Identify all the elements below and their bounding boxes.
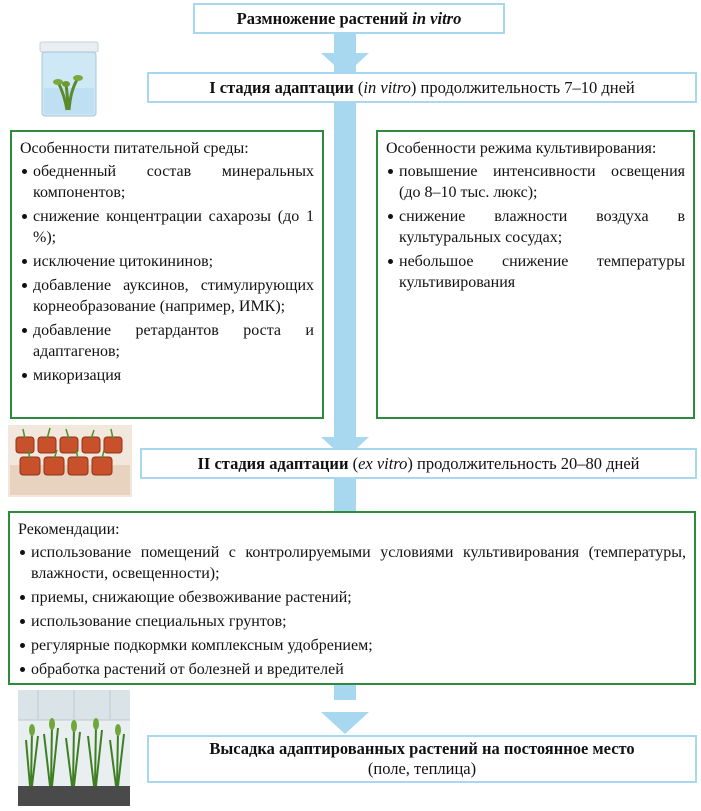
list-item: обедненный состав минеральных компоненто… xyxy=(20,161,314,203)
recommendations-box: Рекомендации: использование помещений с … xyxy=(8,511,696,685)
recommendations-header: Рекомендации: xyxy=(18,521,120,538)
list-item: использование специальных грунтов; xyxy=(18,611,686,632)
list-item: добавление ретардантов роста и адаптаген… xyxy=(20,320,314,362)
final-box: Высадка адаптированных растений на посто… xyxy=(147,735,697,783)
final-title: Высадка адаптированных растений на посто… xyxy=(209,739,635,758)
stage2-duration: ) продолжительность 20–80 дней xyxy=(407,453,640,473)
greenhouse-plants-photo xyxy=(18,690,130,806)
title-box: Размножение растений in vitro xyxy=(193,3,505,34)
list-item: регулярные подкормки комплексным удобрен… xyxy=(18,635,686,656)
list-item: микоризация xyxy=(20,365,314,386)
list-item: повышение интенсивности освещения (до 8–… xyxy=(386,161,685,203)
final-subtitle: (поле, теплица) xyxy=(367,759,477,778)
recommendations-list: использование помещений с контролируемым… xyxy=(18,542,686,680)
test-tube-photo xyxy=(34,40,104,120)
list-item: снижение концентрации сахарозы (до 1 %); xyxy=(20,206,314,248)
stage2-title: II стадия адаптации xyxy=(197,453,349,473)
title-italic: in vitro xyxy=(412,8,462,28)
stage1-paren-open: ( xyxy=(353,77,364,97)
stage2-box: II стадия адаптации (ex vitro) продолжит… xyxy=(140,448,697,479)
list-item: приемы, снижающие обезвоживание растений… xyxy=(18,587,686,608)
list-item: снижение влажности воздуха в культуральн… xyxy=(386,206,685,248)
list-item: небольшое снижение температуры культивир… xyxy=(386,251,685,293)
stage2-mode: ex vitro xyxy=(358,453,408,473)
arrow-head-3 xyxy=(321,712,369,734)
nutrient-medium-list: обедненный состав минеральных компоненто… xyxy=(20,161,314,386)
list-item: использование помещений с контролируемым… xyxy=(18,542,686,584)
list-item: обработка растений от болезней и вредите… xyxy=(18,659,686,680)
list-item: добавление ауксинов, стимулирующих корне… xyxy=(20,275,314,317)
cultivation-mode-header: Особенности режима культивирования: xyxy=(386,140,657,157)
nutrient-medium-header: Особенности питательной среды: xyxy=(20,140,249,157)
title-text: Размножение растений xyxy=(236,8,413,28)
seedling-pots-photo xyxy=(8,425,132,497)
stage1-duration: ) продолжительность 7–10 дней xyxy=(410,77,635,97)
cultivation-mode-box: Особенности режима культивирования: повы… xyxy=(376,130,695,419)
stage1-mode: in vitro xyxy=(363,77,411,97)
cultivation-mode-list: повышение интенсивности освещения (до 8–… xyxy=(386,161,685,293)
stage1-box: I стадия адаптации (in vitro) продолжите… xyxy=(147,72,697,103)
stage2-paren-open: ( xyxy=(348,453,359,473)
list-item: исключение цитокининов; xyxy=(20,251,314,272)
arrow-head-1 xyxy=(321,53,369,75)
stage1-title: I стадия адаптации xyxy=(209,77,354,97)
nutrient-medium-box: Особенности питательной среды: обедненны… xyxy=(10,130,324,419)
